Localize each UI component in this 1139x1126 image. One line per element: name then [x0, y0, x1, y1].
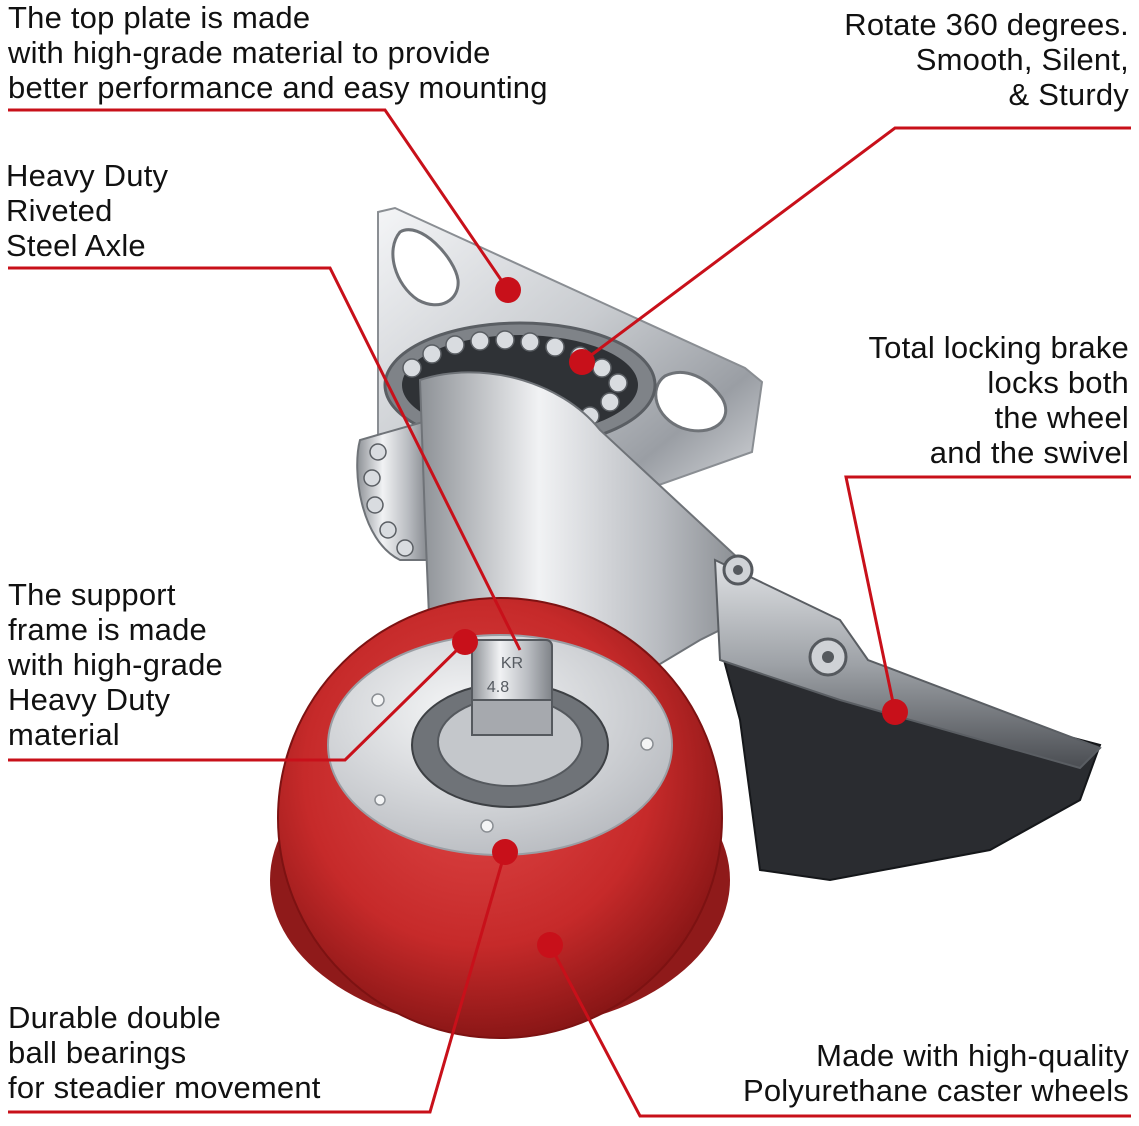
callout-text-line: Heavy Duty — [8, 682, 171, 717]
leader-axle — [8, 266, 522, 651]
callout-text-line: better performance and easy mounting — [8, 70, 548, 105]
leader-top-plate — [8, 108, 510, 291]
callout-text-line: frame is made — [8, 612, 207, 647]
callout-text-line: material — [8, 717, 120, 752]
callout-text-line: Made with high-quality — [816, 1038, 1129, 1073]
callout-leader-lines — [8, 108, 1131, 1118]
callout-top-plate: The top plate is made with high-grade ma… — [8, 0, 548, 105]
callout-text-line: with high-grade material to provide — [8, 35, 491, 70]
callout-dot-icon — [537, 932, 563, 958]
callout-dot-icon — [569, 349, 595, 375]
callout-text-line: & Sturdy — [1008, 77, 1129, 112]
callout-text-line: for steadier movement — [8, 1070, 321, 1105]
callout-text-line: the wheel — [994, 400, 1129, 435]
callout-text-line: Rotate 360 degrees. — [844, 7, 1129, 42]
leader-brake — [844, 475, 1131, 713]
callout-text-line: Riveted — [6, 193, 113, 228]
leader-bearings — [8, 851, 507, 1114]
callout-dot-icon — [492, 839, 518, 865]
callout-text-line: with high-grade — [8, 647, 223, 682]
callout-dot-icon — [452, 629, 478, 655]
ball-bearings-icon — [363, 443, 414, 557]
callout-text-line: Heavy Duty — [6, 158, 169, 193]
callout-text-line: ball bearings — [8, 1035, 187, 1070]
callout-markers — [452, 277, 908, 958]
mounting-hole-icon — [391, 228, 460, 307]
leader-frame — [8, 640, 467, 762]
callout-text-line: Durable double — [8, 1000, 222, 1035]
brake-lever — [713, 554, 1102, 882]
callout-text-line: locks both — [987, 365, 1129, 400]
polyurethane-wheel — [270, 597, 730, 1039]
leader-rotate — [581, 126, 1131, 364]
callout-text-line: and the swivel — [929, 435, 1129, 470]
callout-wheels: Made with high-quality Polyurethane cast… — [743, 1038, 1129, 1108]
axle-bolt: KR 4.8 — [471, 639, 553, 736]
callout-text-line: Total locking brake — [868, 330, 1129, 365]
callout-text-line: Smooth, Silent, — [915, 42, 1129, 77]
callout-dot-icon — [495, 277, 521, 303]
leader-wheels — [548, 944, 1131, 1118]
callout-brake: Total locking brake locks both the wheel… — [868, 330, 1129, 470]
callout-text-line: Steel Axle — [6, 228, 146, 263]
callout-rotate: Rotate 360 degrees. Smooth, Silent, & St… — [844, 7, 1129, 112]
bolt-mark-strength: 4.8 — [487, 679, 509, 696]
fork-back-arm — [356, 418, 431, 561]
callout-frame: The support frame is made with high-grad… — [8, 577, 223, 752]
hub-dot-icon — [371, 693, 654, 833]
callout-dot-icon — [882, 699, 908, 725]
callout-axle: Heavy Duty Riveted Steel Axle — [6, 158, 168, 263]
callout-bearings: Durable double ball bearings for steadie… — [8, 1000, 321, 1105]
mounting-hole-icon — [654, 370, 728, 433]
callout-text-line: The support — [8, 577, 176, 612]
callout-text-line: The top plate is made — [8, 0, 311, 35]
bolt-mark-grade: KR — [501, 655, 523, 672]
callout-text-line: Polyurethane caster wheels — [742, 1073, 1129, 1108]
